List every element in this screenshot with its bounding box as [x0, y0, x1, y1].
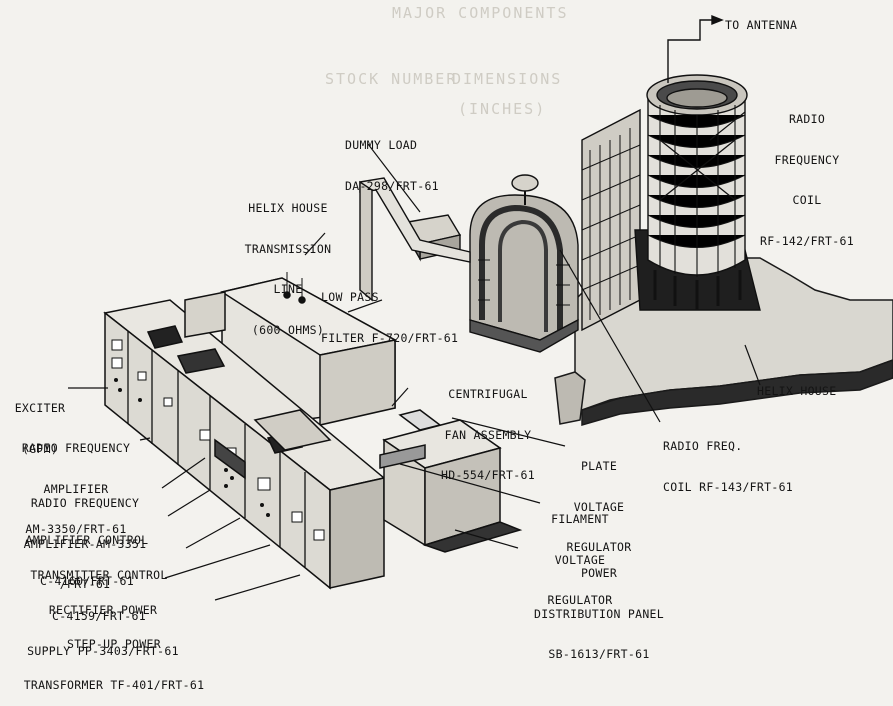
low-pass-filter-line-1: LOW PASS [321, 290, 379, 304]
rf-coil-142-line-3: COIL [792, 193, 822, 207]
filament-regulator-line-1: FILAMENT [551, 512, 609, 526]
filament-regulator-line-3: REGULATOR [547, 593, 613, 607]
power-panel-line-1: POWER [580, 566, 618, 580]
rf-coil-143-label: RADIO FREQ. COIL RF-143/FRT-61 [663, 413, 793, 508]
transmitter-isometric-diagram [68, 14, 893, 601]
rf-coil-142-label: RADIO FREQUENCY COIL RF-142/FRT-61 [752, 86, 862, 262]
helix-house-label: HELIX HOUSE [757, 384, 837, 398]
rectifier-label: RECTIFIER POWER SUPPLY PP-3403/FRT-61 [14, 577, 192, 672]
filament-regulator-line-2: VOLTAGE [554, 552, 606, 567]
plate-regulator-line-3: REGULATOR [566, 540, 632, 554]
rf-coil-143-line-2: COIL RF-143/FRT-61 [663, 479, 794, 494]
ghost-dimensions: DIMENSIONS [452, 70, 563, 88]
ghost-inches: (INCHES) [458, 100, 547, 118]
rf-coil-143-line-1: RADIO FREQ. [663, 439, 743, 453]
rf-coil-143 [469, 174, 579, 353]
rectifier-line-2: SUPPLY PP-3403/FRT-61 [27, 643, 179, 658]
power-panel-line-3: SB-1613/FRT-61 [548, 647, 650, 661]
rf-amp-3351-line-1: RADIO FREQUENCY [30, 496, 140, 510]
rf-coil-142-line-2: FREQUENCY [774, 152, 840, 167]
transformer-label: STEP-UP POWER TRANSFORMER TF-401/FRT-61 [14, 611, 214, 706]
helix-house-floor [554, 257, 893, 426]
exciter-line-1: EXCITER [14, 401, 66, 415]
transmitter-cabinet-row [103, 291, 386, 590]
tx-control-label: TRANSMITTER CONTROL C-4159/FRT-61 [14, 542, 184, 637]
ghost-title: MAJOR COMPONENTS [392, 4, 569, 22]
helix-line-label: HELIX HOUSE TRANSMISSION LINE (600 OHMS) [232, 175, 344, 351]
ghost-stock-number: STOCK NUMBER [325, 70, 458, 88]
power-panel-label: POWER DISTRIBUTION PANEL SB-1613/FRT-61 [515, 540, 683, 675]
dummy-load-label: DUMMY LOAD DA-298/FRT-61 [345, 112, 439, 207]
rf-amp-3351-label: RADIO FREQUENCY AMPLIFIER-AM-3351 /FRT-6… [10, 470, 160, 605]
rf-amp-3351-line-2: AMPLIFIER-AM-3351 [23, 536, 147, 551]
tx-control-line-1: TRANSMITTER CONTROL [30, 568, 168, 582]
low-pass-filter-label: LOW PASS FILTER F-720/FRT-61 [321, 264, 458, 359]
rf-amp-3350-line-3: AM-3350/FRT-61 [25, 522, 127, 536]
dummy-load-line-2: DA-298/FRT-61 [345, 178, 439, 193]
to-antenna-label: TO ANTENNA [725, 18, 798, 32]
fan-assembly-line-3: HD-554/FRT-61 [441, 468, 535, 482]
rf-amp-3350-line-1: RADIO FREQUENCY [21, 441, 131, 455]
transformer-line-2: TRANSFORMER TF-401/FRT-61 [23, 677, 205, 692]
rf-amp-3351-line-3: /FRT-61 [59, 577, 111, 591]
helix-line-line-1: HELIX HOUSE [248, 201, 328, 215]
helix-line-line-3: LINE [273, 282, 303, 296]
rf-coil-142-line-4: RF-142/FRT-61 [760, 233, 854, 248]
low-pass-filter-line-2: FILTER F-720/FRT-61 [321, 330, 459, 345]
leader-lines [68, 111, 761, 601]
plate-regulator-label: PLATE VOLTAGE REGULATOR [560, 433, 638, 568]
rf-coil-142 [581, 14, 761, 332]
rf-amp-3350-line-2: AMPLIFIER [43, 481, 109, 496]
filament-regulator-label: FILAMENT VOLTAGE REGULATOR [535, 486, 625, 621]
transmission-line [359, 177, 471, 302]
amp-control-label: AMPLIFIER CONTROL C-4160/FRT-61 [12, 507, 162, 602]
dummy-load-line-1: DUMMY LOAD [345, 138, 418, 152]
helix-line-line-2: TRANSMISSION [244, 241, 332, 256]
exciter-label: EXCITER (GFM) [10, 375, 70, 470]
tx-control-line-2: C-4159/FRT-61 [52, 608, 146, 623]
fan-assembly-label: CENTRIFUGAL FAN ASSEMBLY HD-554/FRT-61 [428, 361, 548, 496]
exciter-line-2: (GFM) [21, 441, 59, 456]
rf-amp-3350-label: RADIO FREQUENCY AMPLIFIER AM-3350/FRT-61 [6, 415, 146, 550]
rf-coil-142-line-1: RADIO [788, 112, 826, 126]
fan-assembly-line-2: FAN ASSEMBLY [444, 427, 532, 442]
transformer-line-1: STEP-UP POWER [67, 637, 161, 651]
voltage-regulators [379, 409, 523, 553]
amp-control-line-1: AMPLIFIER CONTROL [25, 533, 149, 547]
power-panel-line-2: DISTRIBUTION PANEL [533, 606, 665, 621]
rectifier-line-1: RECTIFIER POWER [48, 603, 158, 617]
amp-control-line-2: C-4160/FRT-61 [40, 573, 134, 588]
fan-assembly-line-1: CENTRIFUGAL [448, 387, 528, 401]
helix-line-line-4: (600 OHMS) [251, 322, 325, 337]
plate-regulator-line-1: PLATE [580, 459, 618, 473]
plate-regulator-line-2: VOLTAGE [573, 499, 625, 514]
